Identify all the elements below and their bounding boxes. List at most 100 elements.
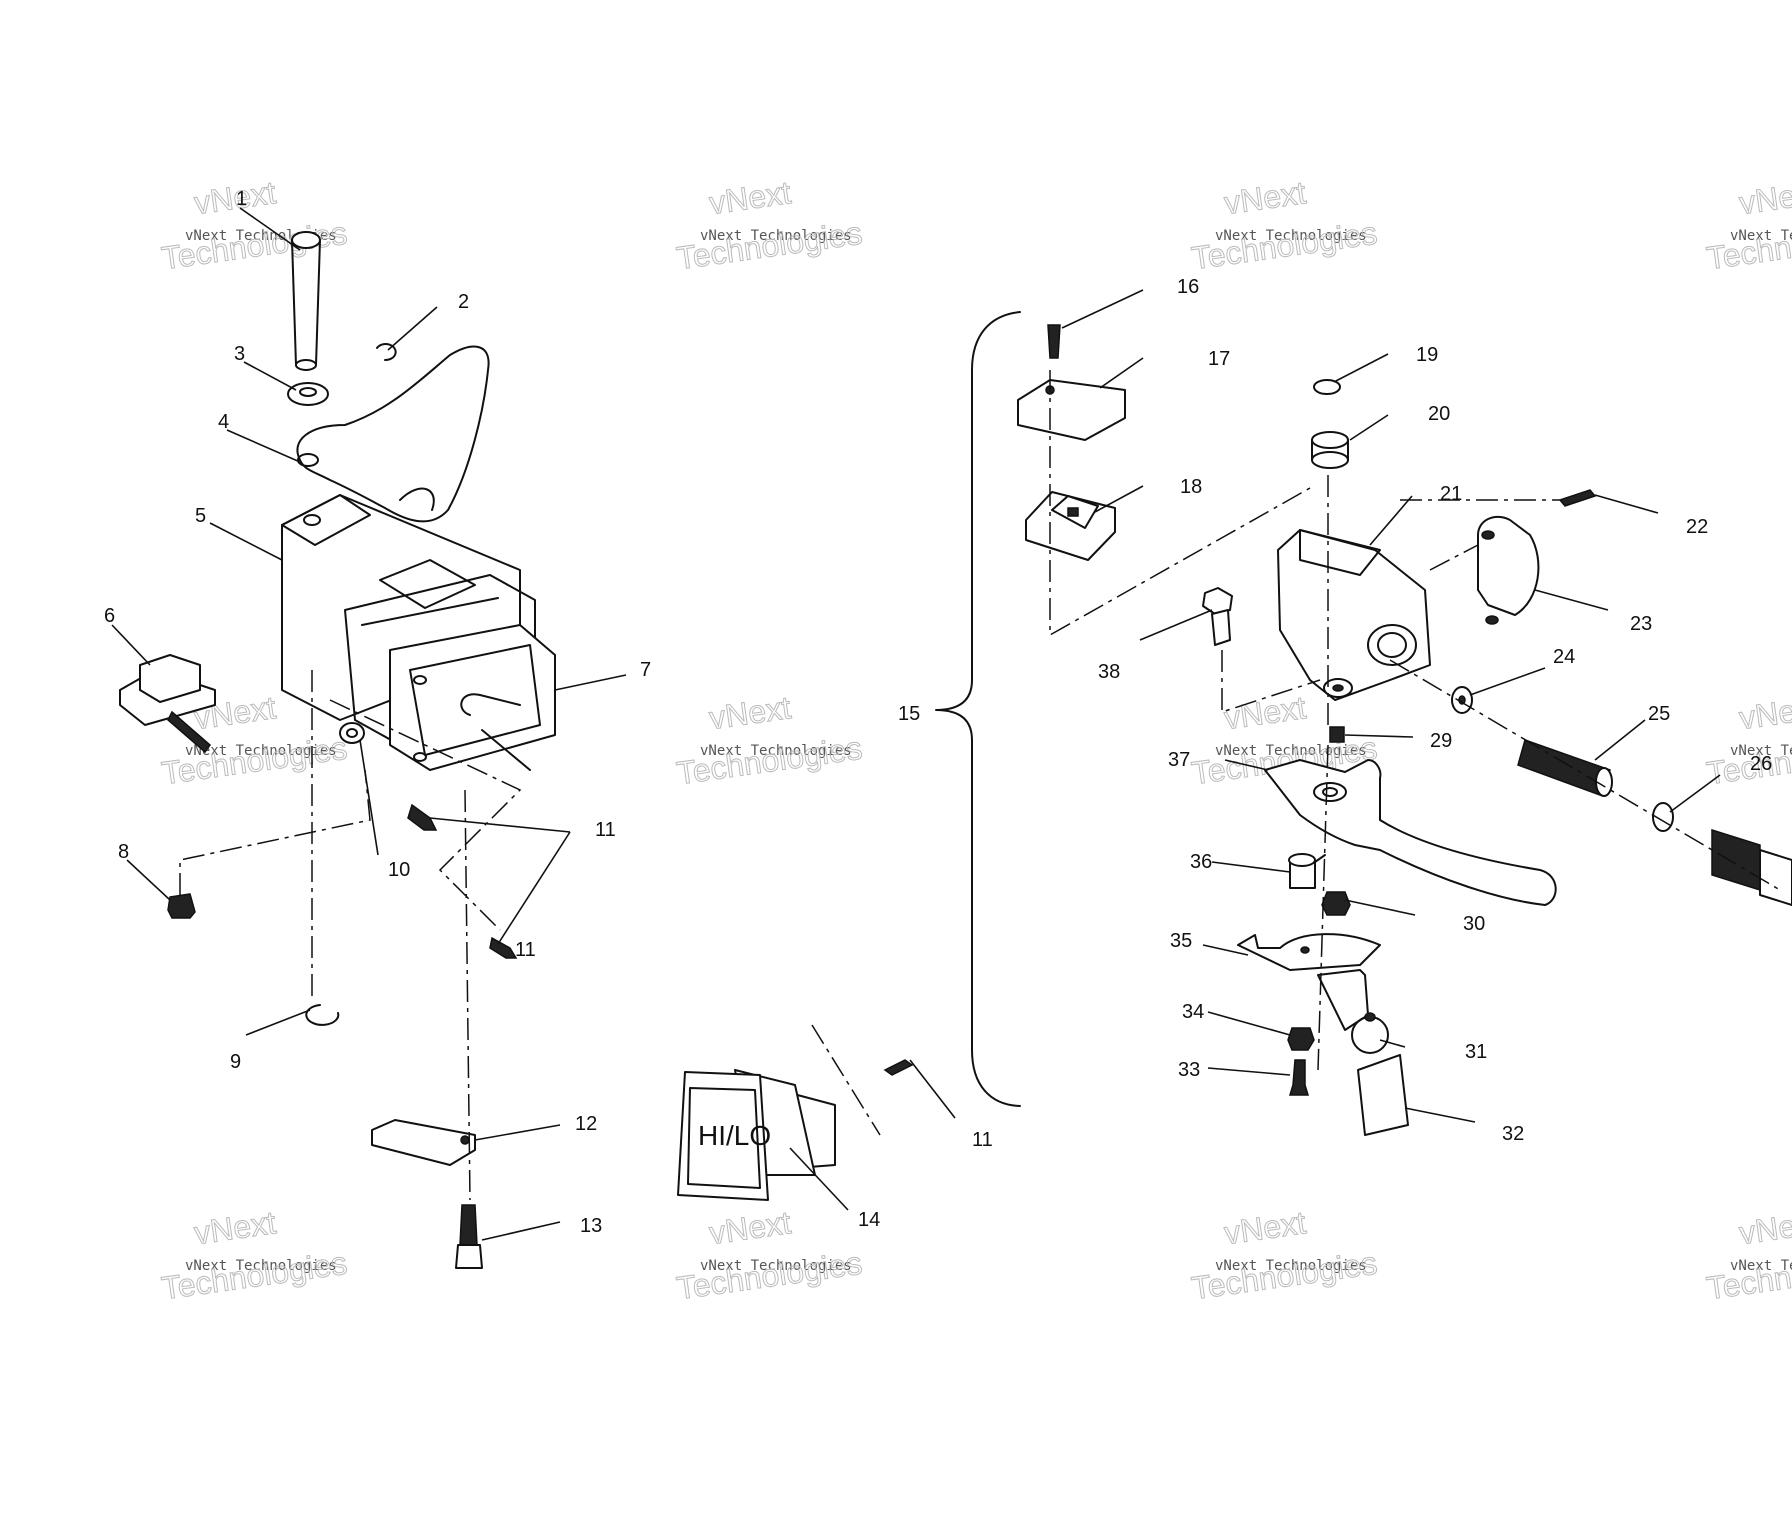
watermark-big-bottom: Technologies — [1704, 1245, 1792, 1307]
callout-label: 15 — [898, 703, 920, 725]
watermark-small: vNext Technologies — [1215, 1258, 1367, 1274]
watermark-big-top: vNext — [707, 689, 793, 736]
watermark-big-top: vNext — [707, 174, 793, 221]
part-screw-16 — [1047, 324, 1061, 359]
part-screw-33 — [1288, 1059, 1310, 1096]
callout-label: 19 — [1416, 344, 1438, 366]
watermark-big-top: vNext — [1222, 689, 1308, 736]
callout-label: 12 — [575, 1113, 597, 1135]
callout-label: 23 — [1630, 613, 1652, 635]
callout-label: 17 — [1208, 348, 1230, 370]
watermark-small: vNext Technologies — [1215, 228, 1367, 244]
callout-label: 24 — [1553, 646, 1575, 668]
callout-label: 1 — [236, 188, 247, 210]
part-piston — [1711, 828, 1792, 906]
watermark-small: vNext Technologies — [185, 743, 337, 759]
watermark-big-top: vNext — [1222, 1204, 1308, 1251]
callout-label: 20 — [1428, 403, 1450, 425]
callout-label: 35 — [1170, 930, 1192, 952]
callout-label: 10 — [388, 859, 410, 881]
part-throttle-lever — [296, 345, 490, 523]
callout-label: 31 — [1465, 1041, 1487, 1063]
watermark-small: vNext Technologies — [700, 1258, 852, 1274]
watermark-small: vNext Technologies — [1730, 743, 1792, 759]
callout-label: 22 — [1686, 516, 1708, 538]
callout-label: 18 — [1180, 476, 1202, 498]
callout-label: 7 — [640, 659, 651, 681]
callout-label: 38 — [1098, 661, 1120, 683]
part-clip-8 — [305, 1004, 340, 1026]
watermark-big-top: vNext — [192, 1204, 278, 1251]
watermark-small: vNext Technologies — [700, 228, 852, 244]
part-lever-spring — [1288, 853, 1326, 889]
part-switch-bracket — [1237, 933, 1381, 1031]
watermark-big-bottom: Technologies — [1189, 215, 1379, 277]
watermark-big-bottom: Technologies — [1704, 215, 1792, 277]
watermark-big-top: vNext — [1737, 1204, 1792, 1251]
watermark-big-bottom: Technologies — [1189, 1245, 1379, 1307]
part-diaphragm — [1025, 491, 1116, 561]
callout-label: 37 — [1168, 749, 1190, 771]
watermark-big-bottom: Technologies — [159, 730, 349, 792]
callout-label: 13 — [580, 1215, 602, 1237]
part-screw — [489, 936, 518, 959]
right-assembly — [1017, 289, 1792, 1136]
part-cover — [389, 624, 556, 771]
part-screw — [407, 803, 438, 831]
watermark-big-top: vNext — [1737, 689, 1792, 736]
watermark-small: vNext Technologies — [185, 1258, 337, 1274]
part-brake-lever — [1264, 759, 1557, 906]
watermark-big-top: vNext — [1737, 174, 1792, 221]
part-nut-34 — [1287, 1027, 1315, 1051]
watermark-small: vNext Technologies — [1215, 743, 1367, 759]
part-pin — [291, 231, 321, 371]
watermark-small: vNext Technologies — [1730, 1258, 1792, 1274]
part-spring — [1517, 739, 1613, 797]
callout-label: 32 — [1502, 1123, 1524, 1145]
watermark-big-bottom: Technologies — [674, 215, 864, 277]
callout-label: 6 — [104, 605, 115, 627]
part-pivot — [1329, 726, 1345, 743]
part-knob — [119, 654, 216, 754]
callout-label: 34 — [1182, 1001, 1204, 1023]
part-bolt-13 — [455, 1204, 483, 1269]
part-boot — [1311, 431, 1349, 469]
hilo-switch-text: HI/LO — [698, 1120, 771, 1151]
part-master-cylinder — [1277, 529, 1431, 701]
callout-label: 5 — [195, 505, 206, 527]
callout-label: 11 — [515, 939, 536, 961]
part-clamp — [1477, 515, 1540, 625]
callout-label: 2 — [458, 291, 469, 313]
callout-label: 16 — [1177, 276, 1199, 298]
watermark-small: vNext Technologies — [1730, 228, 1792, 244]
part-washer — [287, 382, 329, 406]
watermark-big-bottom: Technologies — [1704, 730, 1792, 792]
part-reservoir-cap — [1017, 379, 1126, 441]
callout-label: 3 — [234, 343, 245, 365]
callout-label: 30 — [1463, 913, 1485, 935]
watermark-big-bottom: Technologies — [159, 1245, 349, 1307]
callout-label: 8 — [118, 841, 129, 863]
part-screw — [883, 1059, 914, 1076]
part-switch-tag — [1357, 1054, 1409, 1136]
callout-label: 11 — [595, 819, 616, 841]
callout-label: 11 — [972, 1129, 993, 1151]
watermark-big-bottom: Technologies — [674, 730, 864, 792]
callout-label: 14 — [858, 1209, 880, 1231]
hilo-switch-assembly: HI/LO — [677, 1024, 956, 1211]
watermark-big-top: vNext — [707, 1204, 793, 1251]
bracket-brace — [935, 311, 1021, 1107]
callout-label: 9 — [230, 1051, 241, 1073]
part-bolt-38 — [1202, 587, 1233, 646]
callout-label: 33 — [1178, 1059, 1200, 1081]
callout-label: 21 — [1440, 483, 1462, 505]
part-grommet — [339, 722, 365, 744]
part-brake-switch — [1351, 1012, 1389, 1054]
part-clip — [376, 343, 397, 362]
callout-label: 29 — [1430, 730, 1452, 752]
part-oring — [1313, 379, 1341, 395]
part-nut-30 — [1321, 891, 1351, 916]
callout-label: 25 — [1648, 703, 1670, 725]
